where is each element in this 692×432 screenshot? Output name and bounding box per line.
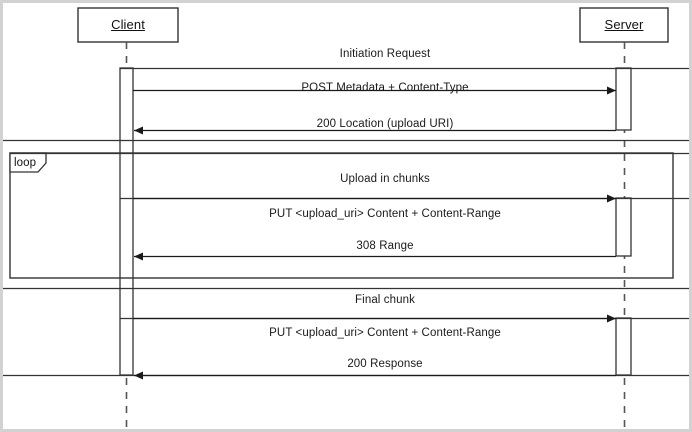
participant-label-client[interactable]: Client: [111, 17, 145, 32]
group-caption-initiation-request: Initiation Request: [339, 48, 431, 60]
participant-box-client[interactable]: [77, 7, 179, 43]
fragment-loop-label: loop: [14, 157, 37, 169]
group-caption-final-chunk: Final chunk: [355, 294, 415, 306]
message-label-put-chunk: PUT <upload_uri> Content + Content-Range: [269, 208, 501, 220]
message-label-200-response: 200 Response: [347, 358, 423, 370]
message-label-put-final: PUT <upload_uri> Content + Content-Range: [269, 327, 501, 339]
activation-bar-server-chunk: [615, 197, 632, 257]
message-label-200-location: 200 Location (upload URI): [316, 118, 454, 130]
activation-bar-client: [119, 67, 134, 376]
message-label-308-range: 308 Range: [356, 240, 414, 252]
activation-bar-server-initiation: [615, 67, 632, 131]
message-label-post-metadata: POST Metadata + Content-Type: [301, 82, 469, 94]
participant-box-server[interactable]: [579, 7, 669, 43]
participant-label-server[interactable]: Server: [604, 17, 644, 32]
group-caption-upload-in-chunks: Upload in chunks: [340, 173, 430, 185]
activation-bar-server-final: [615, 317, 632, 376]
